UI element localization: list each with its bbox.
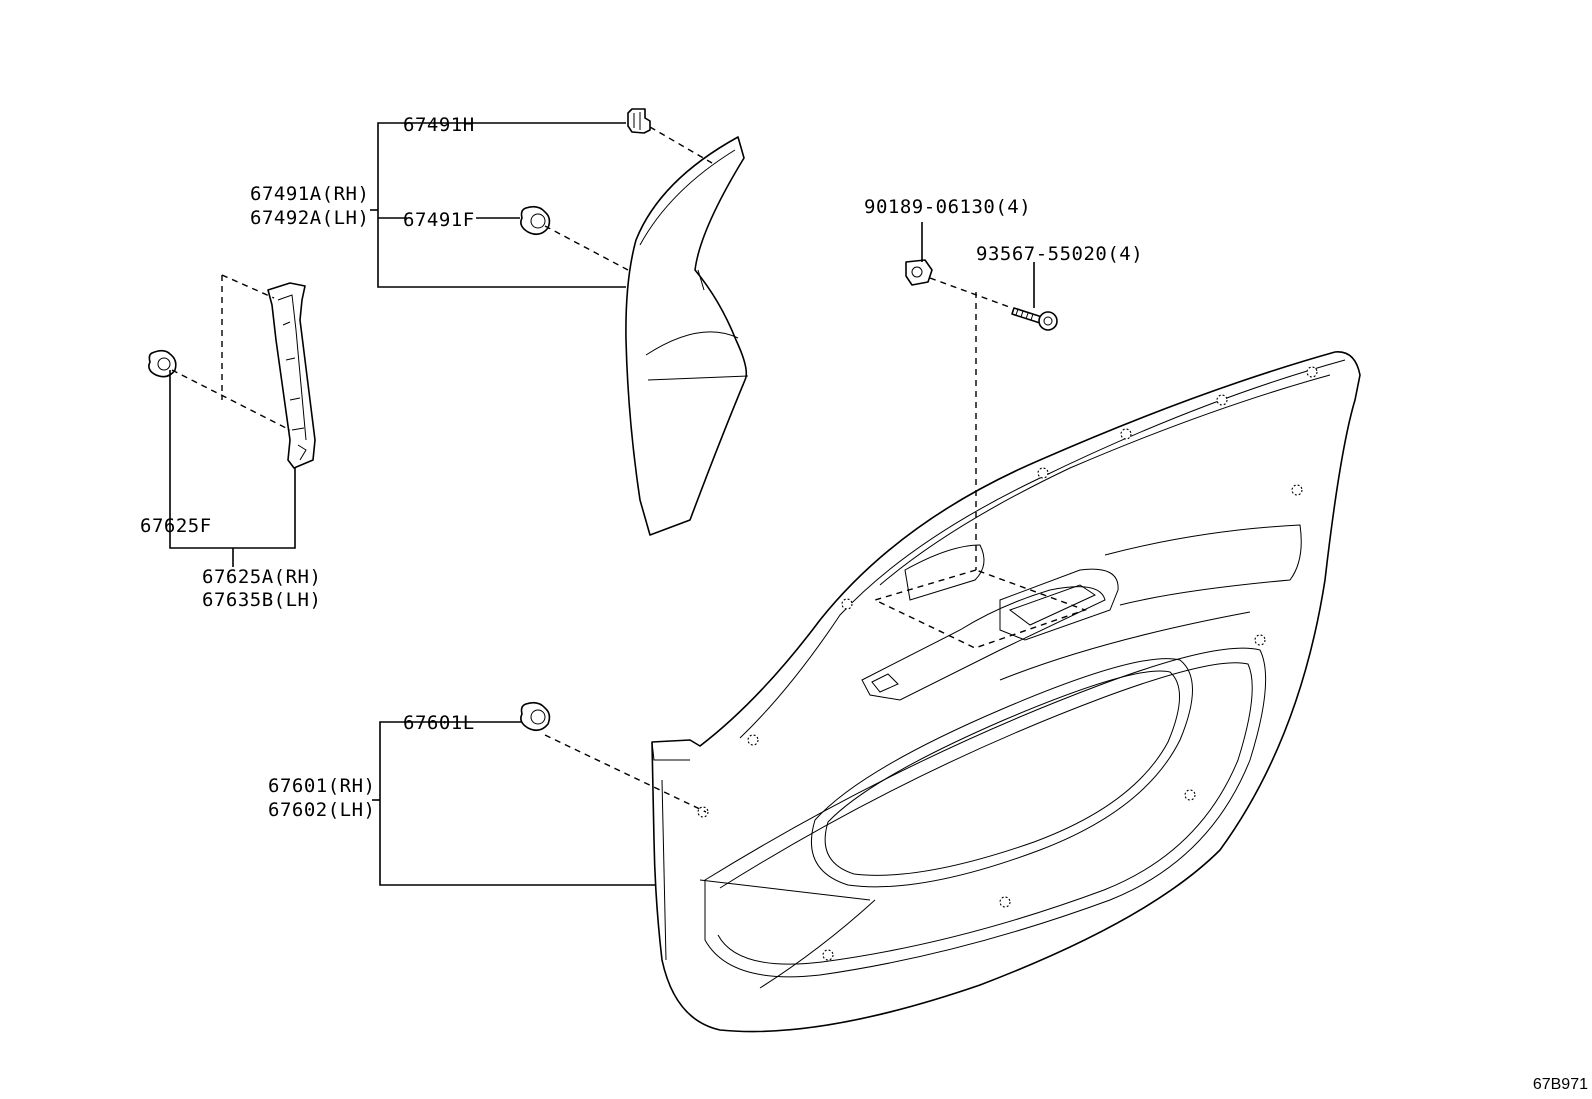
clip-67491h-icon bbox=[627, 108, 651, 134]
clip-holes bbox=[697, 366, 1318, 961]
diagram-code: 67B971 bbox=[1533, 1076, 1588, 1093]
label-67491h: 67491H bbox=[403, 114, 475, 136]
label-67602-lh: 67602(LH) bbox=[268, 799, 375, 821]
label-67491a-rh: 67491A(RH) bbox=[250, 183, 369, 205]
pillar-garnish bbox=[267, 282, 316, 469]
leader-lines bbox=[169, 122, 1035, 886]
door-trim-panel bbox=[651, 351, 1361, 1033]
label-67635b-lh: 67635B(LH) bbox=[202, 589, 321, 611]
label-67492a-lh: 67492A(LH) bbox=[250, 207, 369, 229]
clip-67601l-icon bbox=[520, 701, 551, 732]
label-67625f: 67625F bbox=[140, 515, 212, 537]
label-67601l: 67601L bbox=[403, 712, 475, 734]
assembly-dashed-lines bbox=[171, 126, 1088, 813]
door-corner-cover bbox=[625, 136, 749, 536]
label-67491f: 67491F bbox=[403, 209, 475, 231]
clip-67491f-icon bbox=[520, 205, 551, 236]
label-67625a-rh: 67625A(RH) bbox=[202, 566, 321, 588]
clip-67625f-icon bbox=[148, 349, 177, 378]
clip-90189-icon bbox=[905, 259, 933, 286]
label-67601-rh: 67601(RH) bbox=[268, 775, 375, 797]
label-93567-55020: 93567-55020(4) bbox=[976, 243, 1143, 265]
label-90189-06130: 90189-06130(4) bbox=[864, 196, 1031, 218]
screw-93567-icon bbox=[1011, 307, 1058, 331]
